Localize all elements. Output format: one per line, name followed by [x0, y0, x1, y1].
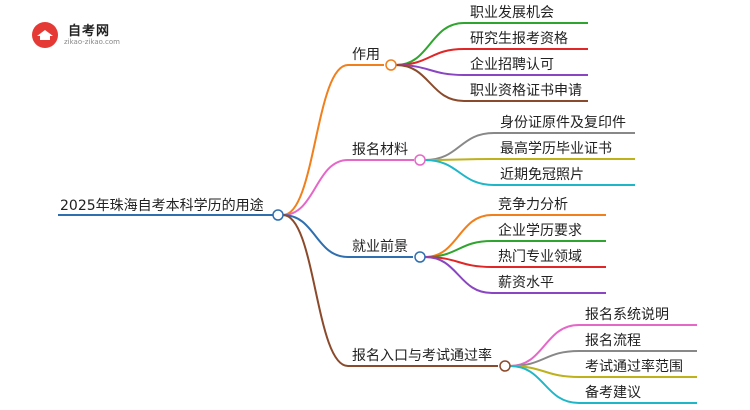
site-logo[interactable]: 自考网 zikao-zikao.com	[32, 16, 152, 50]
root-topic[interactable]: 2025年珠海自考本科学历的用途	[60, 197, 264, 214]
branch-topic[interactable]: 作用	[352, 47, 380, 63]
leaf-topic[interactable]: 报名流程	[585, 333, 641, 349]
leaf-connector	[424, 158, 495, 161]
branch-connector	[282, 214, 349, 258]
branch-topic[interactable]: 报名入口与考试通过率	[352, 347, 492, 364]
leaf-connector	[509, 324, 580, 367]
leaf-connector	[424, 132, 495, 161]
leaf-topic[interactable]: 热门专业领域	[498, 249, 582, 265]
branch-node-dot	[414, 154, 426, 166]
leaf-connector	[424, 159, 495, 186]
leaf-topic[interactable]: 身份证原件及复印件	[500, 114, 626, 131]
leaf-topic[interactable]: 备考建议	[585, 384, 641, 401]
branch-topic[interactable]: 就业前景	[352, 238, 408, 255]
branch-topic[interactable]: 报名材料	[352, 142, 408, 158]
leaf-topic[interactable]: 研究生报考资格	[470, 31, 568, 47]
branch-node-dot	[499, 360, 511, 372]
leaf-topic[interactable]: 职业发展机会	[470, 5, 554, 21]
logo-domain: zikao-zikao.com	[64, 38, 120, 46]
leaf-topic[interactable]: 职业资格证书申请	[470, 83, 582, 99]
leaf-topic[interactable]: 最高学历毕业证书	[500, 140, 612, 157]
branch-connector	[282, 64, 349, 216]
leaf-topic[interactable]: 薪资水平	[498, 275, 554, 291]
leaf-topic[interactable]: 报名系统说明	[585, 307, 669, 323]
leaf-topic[interactable]: 近期免冠照片	[500, 167, 584, 183]
graduation-cap-icon	[32, 22, 58, 48]
leaf-topic[interactable]: 考试通过率范围	[585, 358, 683, 375]
branch-connector	[282, 214, 349, 367]
branch-connector	[282, 159, 349, 216]
leaf-connector	[395, 22, 465, 66]
logo-name: 自考网	[68, 24, 111, 39]
leaf-topic[interactable]: 企业学历要求	[498, 222, 582, 239]
leaf-connector	[509, 365, 580, 404]
leaf-connector	[424, 214, 493, 258]
branch-node-dot	[385, 59, 397, 71]
leaf-connector	[395, 64, 465, 102]
root-node-dot	[272, 209, 284, 221]
leaf-topic[interactable]: 企业招聘认可	[470, 56, 554, 73]
branch-node-dot	[414, 251, 426, 263]
leaf-connector	[424, 256, 493, 294]
leaf-topic[interactable]: 竞争力分析	[498, 196, 568, 213]
